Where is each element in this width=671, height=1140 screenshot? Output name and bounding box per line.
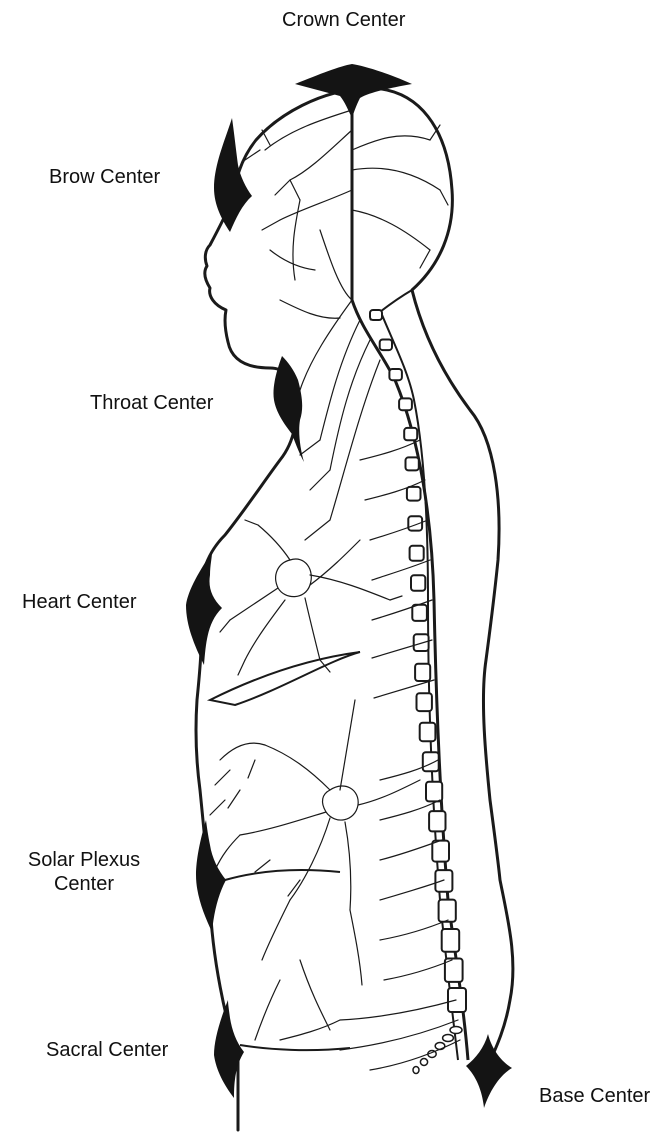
vertebra <box>426 782 442 802</box>
throat-center-label: Throat Center <box>90 391 213 415</box>
solar-plexus-label-line2: Center <box>54 873 114 895</box>
vertebra <box>423 752 439 771</box>
coccyx-segment <box>420 1059 427 1066</box>
vertebra <box>410 546 424 561</box>
vertebra <box>415 664 430 681</box>
vertebrae <box>370 310 466 1012</box>
brow-center-marker <box>214 118 252 232</box>
sacral-center-label: Sacral Center <box>46 1038 168 1062</box>
solar-plexus-center-label: Solar Plexus Center <box>24 848 144 896</box>
vertebra <box>442 929 460 952</box>
vertebra <box>370 310 382 320</box>
solar-plexus-center-marker <box>196 820 226 932</box>
heart-center-label: Heart Center <box>22 590 137 614</box>
coccyx-segment <box>413 1067 419 1074</box>
solar-plexus-label-line1: Solar Plexus <box>28 849 140 871</box>
vertebra <box>404 428 417 440</box>
heart-center-marker <box>186 552 222 665</box>
vertebra <box>448 988 466 1012</box>
lower-abdomen-line <box>225 870 350 1050</box>
vertebra <box>399 398 412 410</box>
base-center-marker <box>466 1034 512 1108</box>
crown-center-label: Crown Center <box>282 8 405 32</box>
vertebra <box>389 369 402 380</box>
vertebra <box>406 457 419 470</box>
vertebra <box>435 870 452 892</box>
coccyx-segment <box>443 1035 454 1042</box>
vertebra <box>407 487 421 501</box>
vertebra <box>429 811 445 831</box>
vertebra <box>380 340 392 351</box>
vertebra <box>417 693 432 711</box>
body-outline <box>196 88 513 1130</box>
arm-line <box>210 652 360 705</box>
base-center-label: Base Center <box>539 1084 650 1108</box>
brow-center-label: Brow Center <box>49 165 160 189</box>
vertebra <box>420 723 436 742</box>
vertebra <box>412 605 427 621</box>
coccyx-segment <box>450 1027 462 1034</box>
vertebra <box>432 841 449 862</box>
vertebra <box>411 575 425 591</box>
vertebra <box>439 900 456 922</box>
